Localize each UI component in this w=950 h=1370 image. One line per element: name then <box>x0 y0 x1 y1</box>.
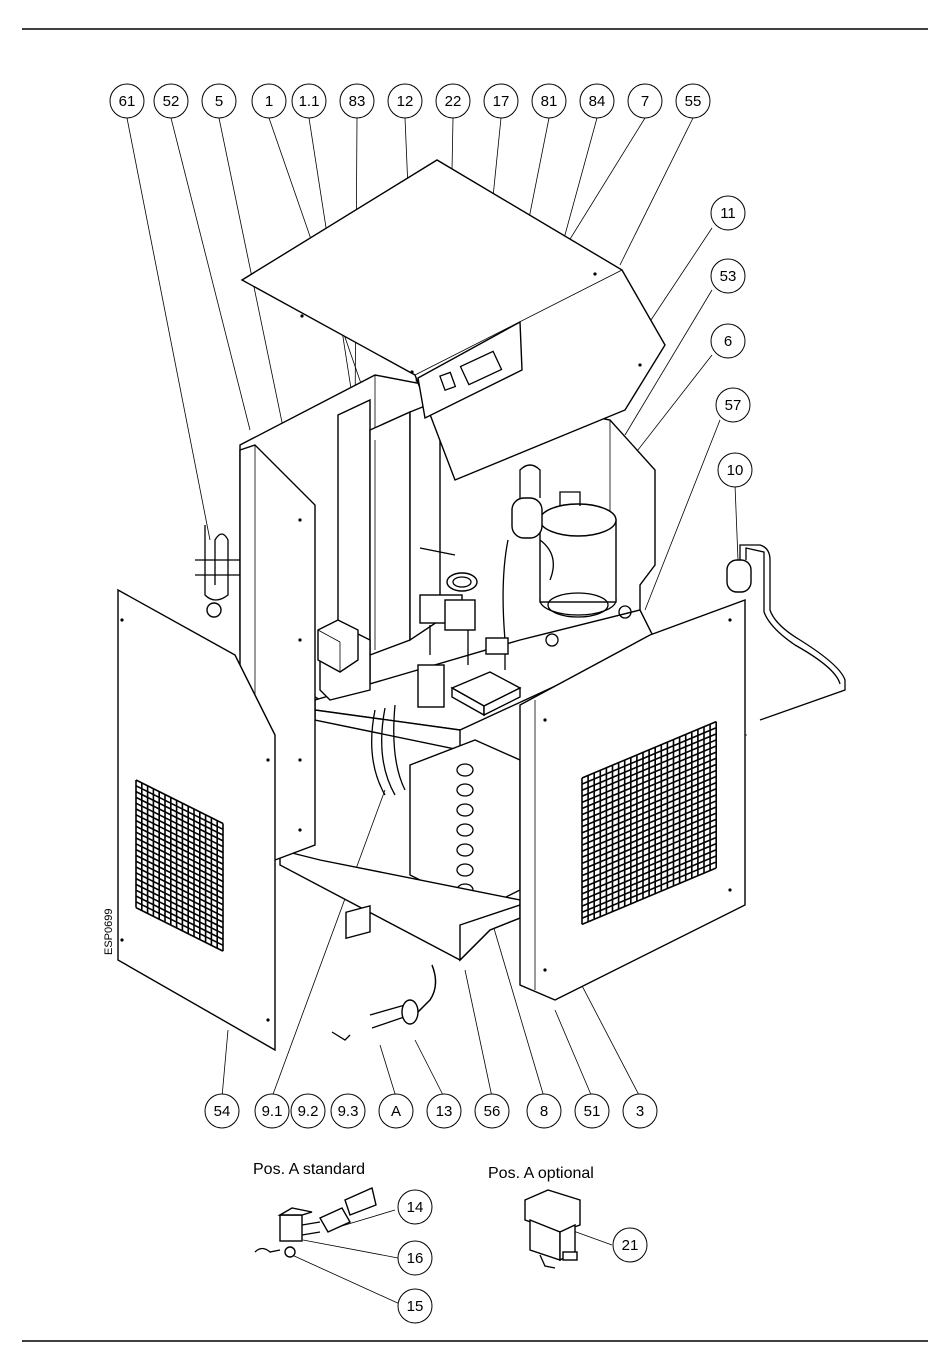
callout-label: 21 <box>622 1237 639 1254</box>
callout-bubble: 16 <box>398 1241 432 1275</box>
callout-bubble: 8 <box>527 1094 561 1128</box>
callout-bubble: 51 <box>575 1094 609 1128</box>
callout-bubble: 11 <box>711 196 745 230</box>
callout-label: 1 <box>265 93 273 110</box>
callouts-detail-standard: 14 16 15 <box>398 1190 432 1323</box>
drawing-code: ESP0699 <box>103 909 115 955</box>
callout-bubble: 57 <box>716 388 750 422</box>
callout-label: 6 <box>724 333 732 350</box>
callout-label: 9.3 <box>338 1103 359 1120</box>
callout-label: 51 <box>584 1103 601 1120</box>
callout-label: 57 <box>725 397 742 414</box>
callout-label: 54 <box>214 1103 231 1120</box>
callout-label: 1.1 <box>299 93 320 110</box>
callout-bubble: 9.3 <box>331 1094 365 1128</box>
callout-bubble: 10 <box>718 453 752 487</box>
callouts-right: 11 53 6 57 10 <box>711 196 752 487</box>
callout-label: A <box>391 1103 401 1120</box>
callout-label: 9.1 <box>262 1103 283 1120</box>
callout-bubble: 14 <box>398 1190 432 1224</box>
tube-part-61 <box>195 525 240 617</box>
callout-bubble: 12 <box>388 84 422 118</box>
callout-bubble: 15 <box>398 1289 432 1323</box>
callout-bubble: 56 <box>475 1094 509 1128</box>
callout-bubble: 1.1 <box>292 84 326 118</box>
callout-bubble: 54 <box>205 1094 239 1128</box>
callout-bubble: 5 <box>202 84 236 118</box>
callout-label: 16 <box>407 1250 424 1267</box>
callout-bubble: 1 <box>252 84 286 118</box>
callout-label: 7 <box>641 93 649 110</box>
callout-label: 11 <box>720 205 736 222</box>
callouts-top: 61 52 5 1 1.1 83 12 22 17 81 84 7 55 <box>110 84 710 118</box>
callout-label: 84 <box>589 93 606 110</box>
callout-label: 55 <box>685 93 702 110</box>
callout-bubble: 84 <box>580 84 614 118</box>
callout-label: 5 <box>215 93 223 110</box>
callout-bubble: 83 <box>340 84 374 118</box>
callout-label: 22 <box>445 93 462 110</box>
callout-label: 52 <box>163 93 180 110</box>
callout-label: 53 <box>720 268 737 285</box>
detail-standard-title: Pos. A standard <box>253 1161 365 1178</box>
callout-label: 13 <box>436 1103 453 1120</box>
detail-optional-title: Pos. A optional <box>488 1165 594 1182</box>
callout-bubble: 9.2 <box>291 1094 325 1128</box>
detail-standard-parts <box>255 1188 376 1257</box>
callout-bubble: A <box>379 1094 413 1128</box>
callout-bubble: 9.1 <box>255 1094 289 1128</box>
callout-bubble: 52 <box>154 84 188 118</box>
callout-label: 14 <box>407 1199 424 1216</box>
callout-label: 3 <box>636 1103 644 1120</box>
callouts-detail-optional: 21 <box>613 1228 647 1262</box>
callout-label: 17 <box>493 93 510 110</box>
callout-label: 10 <box>727 462 744 479</box>
callout-bubble: 53 <box>711 259 745 293</box>
callout-bubble: 3 <box>623 1094 657 1128</box>
callout-label: 81 <box>541 93 558 110</box>
callout-bubble: 6 <box>711 324 745 358</box>
callout-label: 9.2 <box>298 1103 319 1120</box>
callout-bubble: 21 <box>613 1228 647 1262</box>
callout-label: 83 <box>349 93 366 110</box>
callout-bubble: 13 <box>427 1094 461 1128</box>
callout-label: 8 <box>540 1103 548 1120</box>
callout-bubble: 22 <box>436 84 470 118</box>
callout-bubble: 81 <box>532 84 566 118</box>
callout-label: 12 <box>397 93 414 110</box>
callout-label: 15 <box>407 1298 424 1315</box>
callout-bubble: 17 <box>484 84 518 118</box>
callout-label: 61 <box>119 93 136 110</box>
callout-label: 56 <box>484 1103 501 1120</box>
callouts-bottom: 54 9.1 9.2 9.3 A 13 56 8 51 3 <box>205 1094 657 1128</box>
detail-optional-part <box>525 1190 580 1268</box>
callout-bubble: 55 <box>676 84 710 118</box>
callout-bubble: 7 <box>628 84 662 118</box>
callout-bubble: 61 <box>110 84 144 118</box>
